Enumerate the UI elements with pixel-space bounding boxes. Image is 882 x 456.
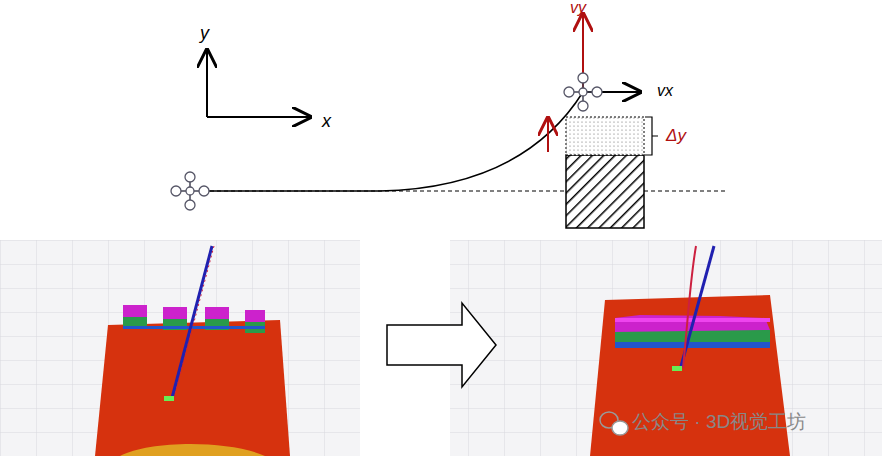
dimension-label: Δy	[666, 127, 686, 144]
watermark: 公众号 · 3D视觉工坊	[632, 412, 806, 431]
velocity-label: vy	[570, 0, 586, 16]
axis-label: x	[322, 112, 331, 130]
axis-label: y	[200, 24, 209, 42]
velocity-label: vx	[657, 83, 673, 99]
